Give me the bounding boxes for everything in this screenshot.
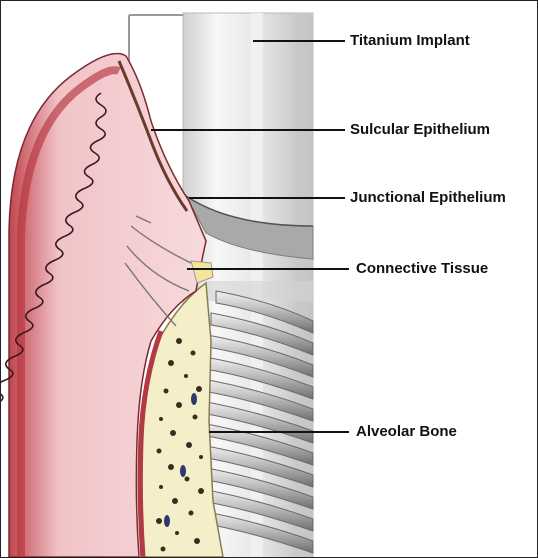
label-connective-tissue: Connective Tissue <box>356 260 489 277</box>
label-sulcular-epithelium: Sulcular Epithelium <box>350 121 491 138</box>
leader-connective-tissue <box>187 268 349 270</box>
gingiva <box>8 52 207 557</box>
label-titanium-implant: Titanium Implant <box>350 32 470 49</box>
leader-titanium-implant <box>253 40 345 42</box>
implant-threads <box>200 290 314 554</box>
leader-sulcular-epithelium <box>151 129 345 131</box>
bone-trabeculae <box>156 338 204 552</box>
leader-junctional-epithelium <box>189 197 345 199</box>
sulcular-epithelium <box>117 60 189 212</box>
label-alveolar-bone: Alveolar Bone <box>356 423 457 440</box>
leader-alveolar-bone <box>209 431 349 433</box>
rete-ridges <box>1 92 107 402</box>
label-junctional-epithelium: Junctional Epithelium <box>350 189 506 206</box>
connective-fibers <box>124 215 192 327</box>
